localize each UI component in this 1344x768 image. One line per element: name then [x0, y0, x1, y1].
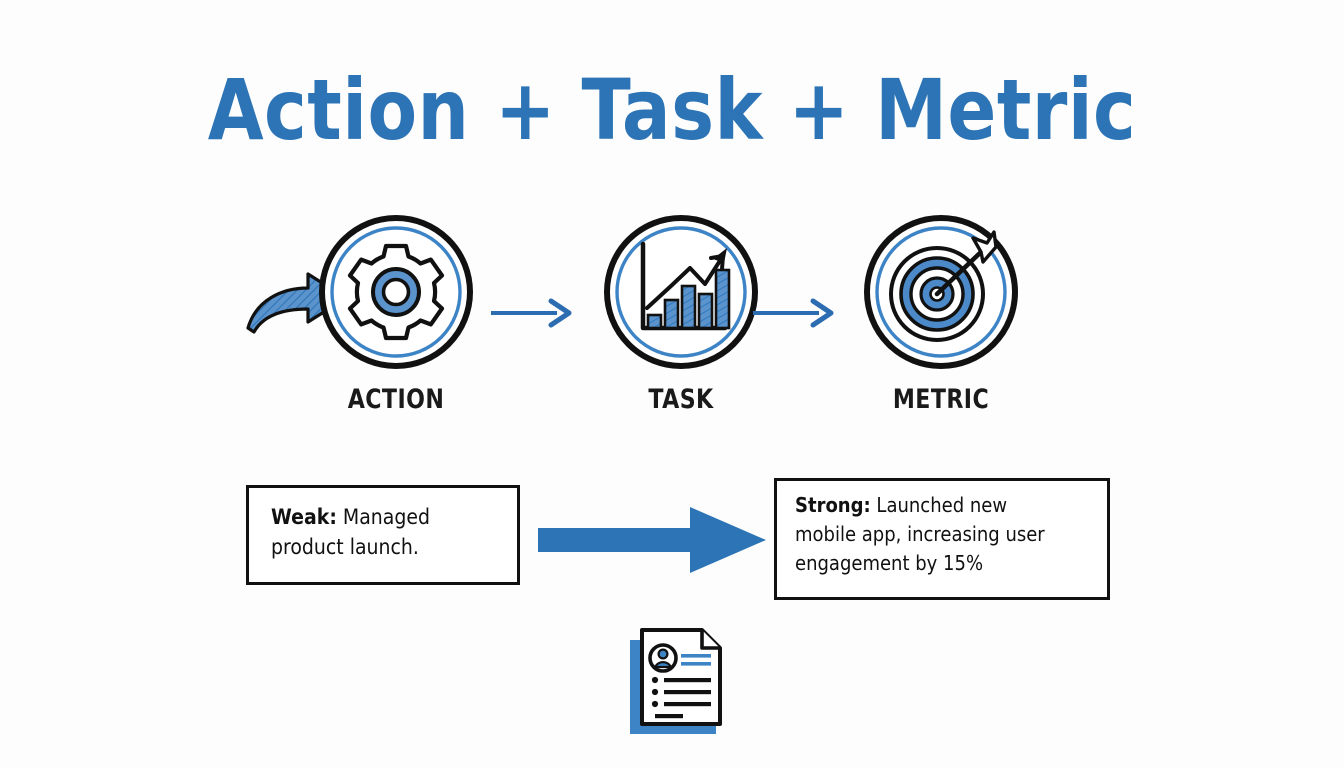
weak-example-box: Weak: Managed product launch. — [246, 485, 520, 585]
strong-example-line-1: Strong: Launched new — [795, 491, 1065, 520]
weak-text-1: Managed — [342, 505, 430, 529]
flow-step-action[interactable]: ACTION — [316, 212, 476, 432]
page-title: Action + Task + Metric — [207, 61, 1137, 159]
strong-text-1: Launched new — [876, 493, 1008, 517]
weak-label: Weak: — [271, 505, 337, 529]
flow-diagram: ACTION — [246, 212, 1086, 432]
flow-step-label-task: TASK — [648, 384, 714, 415]
resume-document-icon — [624, 624, 728, 740]
arrow-right-icon — [489, 298, 577, 328]
strong-label: Strong: — [795, 493, 871, 517]
strong-text-2: mobile app, increasing user — [795, 522, 1045, 546]
flow-step-metric[interactable]: METRIC — [861, 212, 1021, 432]
flow-step-label-metric: METRIC — [892, 384, 990, 415]
strong-example-box: Strong: Launched new mobile app, increas… — [774, 478, 1110, 600]
flow-step-label-action: ACTION — [347, 384, 445, 415]
block-arrow-right-icon — [538, 505, 766, 575]
strong-text-3: engagement by 15% — [795, 551, 984, 575]
target-bullseye-icon — [861, 212, 1021, 372]
weak-text-2: product launch. — [271, 535, 419, 559]
comparison-row: Weak: Managed product launch. Strong: La… — [246, 478, 1110, 600]
arrow-right-icon — [751, 298, 839, 328]
bar-chart-growth-icon — [601, 212, 761, 372]
gear-icon — [316, 212, 476, 372]
weak-example-line-1: Weak: Managed — [271, 502, 478, 532]
flow-step-task[interactable]: TASK — [601, 212, 761, 432]
